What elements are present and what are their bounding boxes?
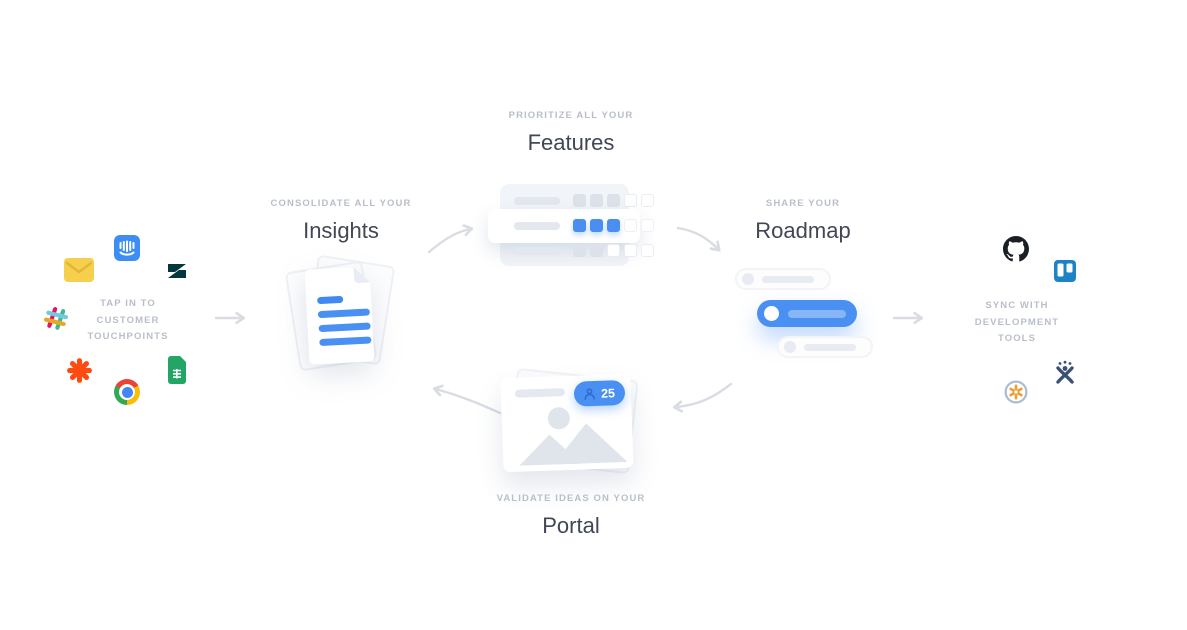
roadmap-bar-active — [757, 300, 857, 327]
slack-icon — [44, 307, 68, 330]
devtools-label: SYNC WITH DEVELOPMENT TOOLS — [947, 298, 1087, 348]
insights-illustration — [284, 254, 396, 374]
touchpoints-label: TAP IN TO CUSTOMER TOUCHPOINTS — [58, 296, 198, 346]
priority-row — [514, 244, 658, 257]
roadmap-title: Roadmap — [755, 218, 851, 243]
features-kicker: PRIORITIZE ALL YOUR — [508, 110, 634, 121]
pivotal-tracker-icon — [1004, 380, 1028, 404]
devtools-label-line1: SYNC WITH — [985, 300, 1049, 311]
trello-icon — [1054, 260, 1076, 282]
touchpoints-label-line2: CUSTOMER — [96, 314, 160, 326]
roadmap-kicker: SHARE YOUR — [765, 198, 841, 209]
insights-title: Insights — [303, 218, 379, 243]
mail-icon — [64, 258, 94, 282]
jira-icon — [1056, 360, 1074, 384]
google-sheets-icon — [168, 356, 186, 384]
touchpoints-label-line3: TOUCHPOINTS — [87, 331, 169, 342]
portal-idea-card: 25 — [500, 373, 634, 473]
document-front-page — [304, 267, 375, 365]
features-illustration — [488, 184, 654, 266]
portal-illustration: 25 — [498, 367, 640, 478]
vote-count: 25 — [600, 385, 616, 401]
devtools-label-line3: TOOLS — [997, 333, 1037, 344]
roadmap-bar-ghost — [735, 268, 831, 290]
intercom-icon — [114, 235, 140, 261]
portal-kicker: VALIDATE IDEAS ON YOUR — [496, 493, 646, 504]
roadmap-bar-ghost — [777, 336, 873, 358]
features-title: Features — [527, 130, 615, 155]
portal-title: Portal — [542, 513, 600, 538]
priority-row-highlighted — [514, 219, 658, 232]
arrow-portal-to-insights — [436, 389, 502, 415]
insights-kicker: CONSOLIDATE ALL YOUR — [270, 198, 412, 209]
touchpoints-label-line1: TAP IN TO — [100, 298, 156, 309]
zapier-icon — [67, 358, 92, 383]
arrow-roadmap-to-portal — [676, 382, 733, 407]
vote-count-badge: 25 — [573, 379, 626, 407]
zendesk-icon — [168, 264, 186, 278]
github-icon — [1003, 236, 1029, 262]
priority-row — [514, 194, 658, 207]
image-placeholder-icon — [519, 407, 628, 466]
voters-person-icon — [584, 388, 596, 400]
roadmap-illustration — [735, 266, 885, 362]
devtools-label-line2: DEVELOPMENT — [974, 316, 1060, 328]
chrome-icon — [114, 379, 140, 405]
